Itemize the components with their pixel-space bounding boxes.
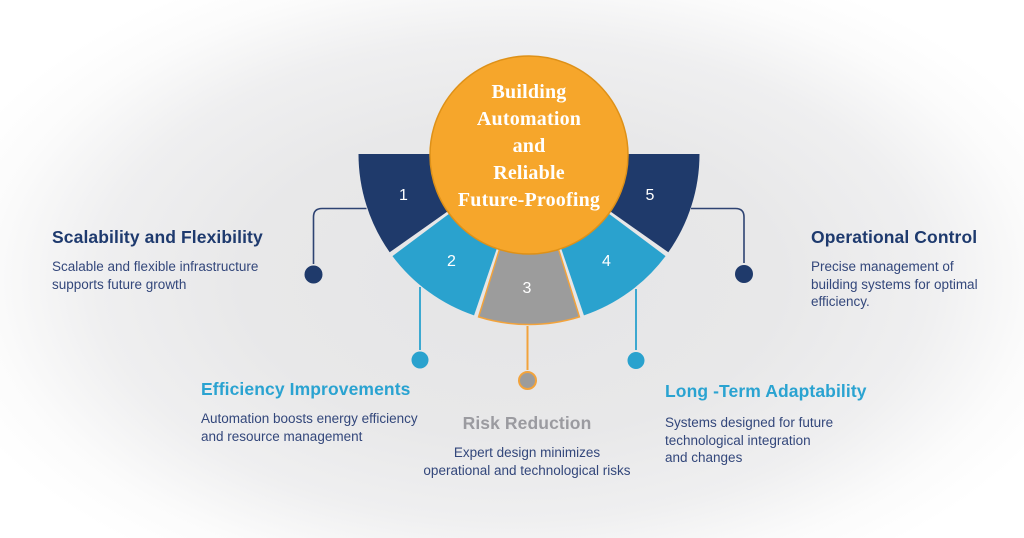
center-title: Building Automation and Reliable Future-… [399, 79, 659, 214]
label-operational-heading: Operational Control [811, 227, 978, 247]
connector-operational-dot [735, 265, 753, 283]
connector-scalability-dot [304, 265, 323, 284]
label-adaptability: Long -Term Adaptability Systems designed… [665, 380, 885, 467]
center-title-line: Future-Proofing [457, 189, 601, 211]
segment-1-number: 1 [399, 187, 408, 204]
label-efficiency-description: Automation boosts energy efficiency and … [201, 411, 418, 444]
label-efficiency-heading: Efficiency Improvements [201, 379, 411, 399]
segment-2-number: 2 [447, 253, 456, 270]
center-circle [429, 55, 629, 255]
connector-scalability-line [312, 207, 367, 264]
label-risk: Risk Reduction Expert design minimizes o… [374, 412, 680, 479]
label-scalability-description: Scalable and flexible infrastructure sup… [52, 259, 259, 292]
label-scalability: Scalability and Flexibility Scalable and… [52, 226, 302, 293]
connector-adaptability-dot [627, 352, 645, 369]
center-title-line: Automation [476, 108, 582, 130]
label-operational-description: Precise management of building systems f… [811, 259, 978, 309]
connector-efficiency-dot [411, 351, 429, 369]
label-scalability-heading: Scalability and Flexibility [52, 227, 263, 247]
connector-risk-dot [518, 371, 537, 390]
label-risk-heading: Risk Reduction [462, 413, 592, 433]
center-title-line: Building [491, 81, 567, 103]
segment-4-number: 4 [602, 253, 611, 270]
label-risk-description: Expert design minimizes operational and … [423, 445, 631, 478]
segment-3-number: 3 [523, 280, 532, 297]
center-title-line: and [512, 135, 546, 157]
label-efficiency: Efficiency Improvements Automation boost… [201, 378, 451, 445]
center-title-line: Reliable [493, 162, 565, 184]
label-operational: Operational Control Precise management o… [811, 226, 991, 311]
label-adaptability-description: Systems designed for future technologica… [665, 415, 834, 465]
label-adaptability-heading: Long -Term Adaptability [665, 381, 867, 401]
connector-operational-line [691, 207, 745, 263]
segment-5-number: 5 [646, 187, 655, 204]
